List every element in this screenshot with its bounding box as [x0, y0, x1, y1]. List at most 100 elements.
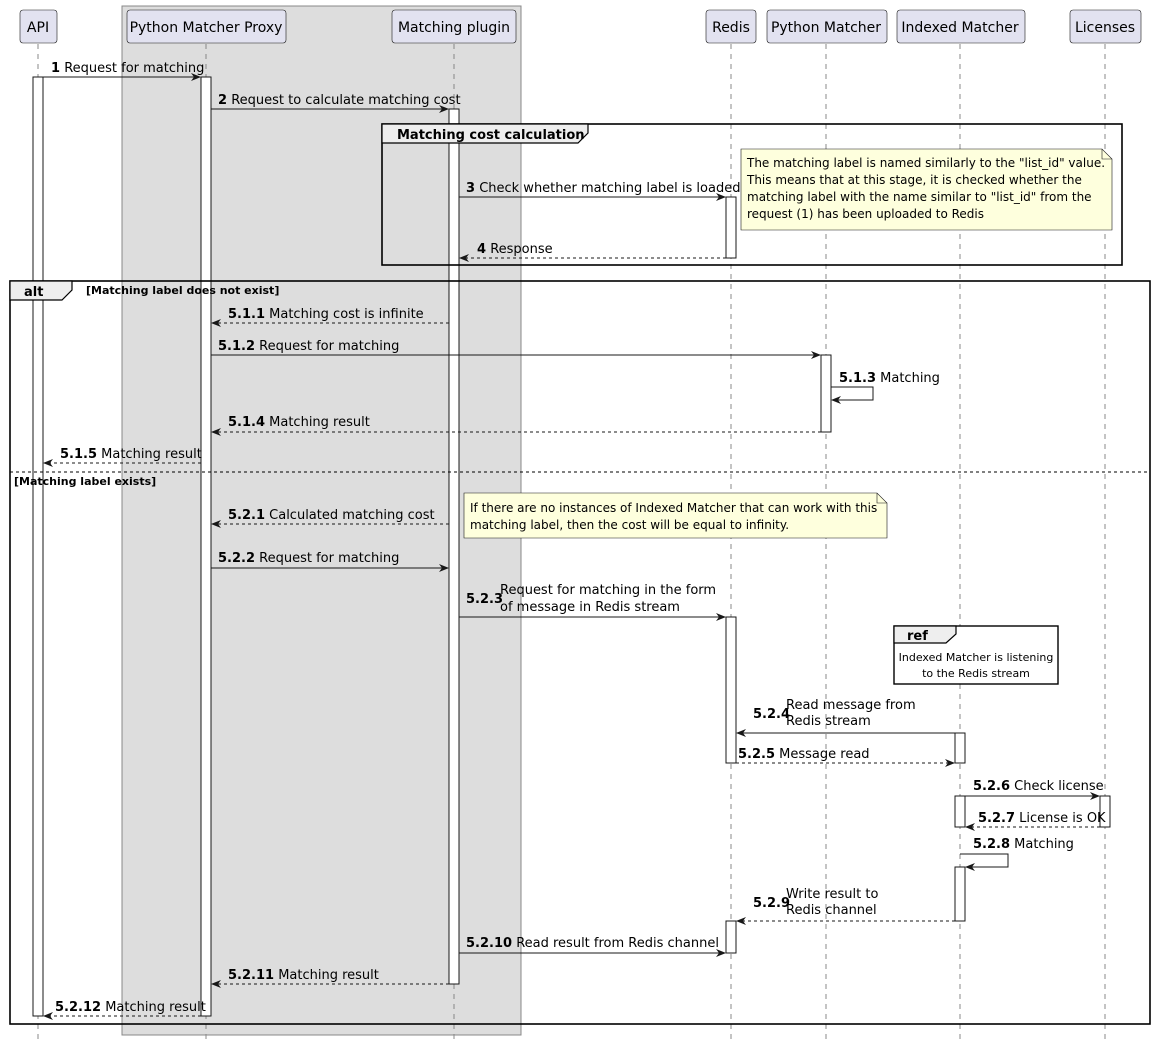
participant-plugin: Matching plugin	[391, 9, 517, 44]
message-5-1-4-num: 5.1.4	[228, 415, 265, 430]
activation-pymatcher	[820, 354, 832, 433]
alt-condition-1: [Matching label does not exist]	[86, 284, 279, 297]
participant-api: API	[19, 9, 58, 44]
message-1: 1 Request for matching	[51, 61, 204, 76]
message-5-1-3-text: Matching	[880, 371, 940, 386]
message-5-2-11-num: 5.2.11	[228, 968, 274, 983]
alt-fragment: alt [Matching label does not exist] [Mat…	[9, 280, 1151, 1025]
message-5-2-2-text: Request for matching	[259, 551, 399, 566]
message-5-1-3-num: 5.1.3	[839, 371, 876, 386]
note-redis-line4: request (1) has been uploaded to Redis	[747, 207, 984, 221]
alt-condition-2: [Matching label exists]	[14, 475, 156, 488]
message-5-1-4-text: Matching result	[269, 415, 370, 430]
message-5-1-2-text: Request for matching	[259, 339, 399, 354]
message-5-2-3-num: 5.2.3	[466, 592, 503, 607]
group-cost-calculation-label: Matching cost calculation	[397, 128, 585, 143]
message-5-2-10-num: 5.2.10	[466, 936, 512, 951]
message-1-num: 1	[51, 61, 60, 76]
message-2-text: Request to calculate matching cost	[231, 93, 460, 108]
message-5-2-5-text: Message read	[779, 747, 869, 762]
note-redis: The matching label is named similarly to…	[740, 148, 1113, 231]
activation-plugin	[448, 108, 460, 985]
message-5-2-8-text: Matching	[1014, 837, 1074, 852]
note-cost-line2: matching label, then the cost will be eq…	[470, 518, 789, 532]
message-5-2-6-text: Check license	[1014, 779, 1104, 794]
participant-redis-label: Redis	[712, 20, 750, 36]
message-5-2-12-num: 5.2.12	[55, 1000, 101, 1015]
message-5-2-9-text: Write result to	[786, 887, 878, 902]
message-5-2-6: 5.2.6 Check license	[973, 779, 1104, 794]
message-5-2-9-num: 5.2.9	[753, 896, 790, 911]
alt-label: alt	[24, 285, 43, 300]
message-5-2-10: 5.2.10 Read result from Redis channel	[466, 936, 719, 951]
note-redis-line1: The matching label is named similarly to…	[746, 156, 1105, 170]
message-5-2-4-text: Read message from	[786, 698, 916, 713]
activation-redis-1	[725, 196, 737, 259]
participant-api-label: API	[27, 20, 49, 36]
message-5-2-2-num: 5.2.2	[218, 551, 255, 566]
message-5-2-11: 5.2.11 Matching result	[228, 968, 379, 983]
message-5-2-4-num: 5.2.4	[753, 707, 790, 722]
arrow-5-1-3	[831, 386, 874, 404]
message-5-2-7-num: 5.2.7	[978, 811, 1015, 826]
note-cost-line1: If there are no instances of Indexed Mat…	[470, 501, 877, 515]
ref-box: ref Indexed Matcher is listening to the …	[893, 625, 1059, 685]
participant-indexed: Indexed Matcher	[896, 9, 1026, 44]
participant-licenses: Licenses	[1069, 9, 1142, 44]
message-5-2-3-text: Request for matching in the form	[500, 583, 716, 598]
message-4-text: Response	[490, 242, 552, 257]
message-5-2-1: 5.2.1 Calculated matching cost	[228, 508, 435, 523]
message-5-2-1-num: 5.2.1	[228, 508, 265, 523]
participant-proxy-label: Python Matcher Proxy	[130, 20, 283, 36]
ref-label: ref	[907, 629, 928, 644]
message-4-num: 4	[477, 242, 486, 257]
participant-redis: Redis	[705, 9, 757, 44]
activation-redis-2	[725, 616, 737, 764]
message-5-2-7: 5.2.7 License is OK	[978, 811, 1106, 826]
activation-licenses	[1099, 795, 1111, 828]
message-5-2-9-text2: Redis channel	[786, 903, 877, 918]
message-5-1-2: 5.1.2 Request for matching	[218, 339, 399, 354]
message-5-1-4: 5.1.4 Matching result	[228, 415, 370, 430]
message-5-1-2-num: 5.1.2	[218, 339, 255, 354]
ref-text-line1: Indexed Matcher is listening	[899, 651, 1054, 664]
participant-pymatcher-label: Python Matcher	[771, 20, 881, 36]
message-5-1-3: 5.1.3 Matching	[839, 371, 940, 386]
activation-redis-3	[725, 920, 737, 954]
message-5-2-6-num: 5.2.6	[973, 779, 1010, 794]
message-5-1-5-text: Matching result	[101, 447, 202, 462]
note-redis-line2: This means that at this stage, it is che…	[746, 173, 1082, 187]
ref-text-line2: to the Redis stream	[922, 667, 1030, 680]
message-arrows	[43, 73, 1100, 1020]
activation-api	[32, 76, 44, 1017]
note-cost: If there are no instances of Indexed Mat…	[463, 492, 888, 539]
message-5-2-10-text: Read result from Redis channel	[516, 936, 719, 951]
message-5-2-12: 5.2.12 Matching result	[55, 1000, 206, 1015]
message-5-2-5: 5.2.5 Message read	[738, 747, 870, 762]
activations	[32, 76, 1111, 1017]
message-5-1-1-num: 5.1.1	[228, 307, 265, 322]
group-cost-calculation: Matching cost calculation	[381, 123, 1123, 266]
message-5-2-8: 5.2.8 Matching	[973, 837, 1074, 852]
participant-proxy: Python Matcher Proxy	[126, 9, 287, 44]
message-3-text: Check whether matching label is loaded	[479, 181, 740, 196]
message-5-2-5-num: 5.2.5	[738, 747, 775, 762]
message-5-1-5-num: 5.1.5	[60, 447, 97, 462]
message-5-1-5: 5.1.5 Matching result	[60, 447, 202, 462]
message-5-2-4-text2: Redis stream	[786, 714, 871, 729]
message-5-2-3-text2: of message in Redis stream	[500, 600, 680, 615]
participant-licenses-label: Licenses	[1075, 20, 1135, 36]
message-4: 4 Response	[477, 242, 553, 257]
message-1-text: Request for matching	[64, 61, 204, 76]
arrow-5-2-8	[960, 853, 1009, 871]
message-3-num: 3	[466, 181, 475, 196]
message-3: 3 Check whether matching label is loaded	[466, 181, 740, 196]
message-5-2-2: 5.2.2 Request for matching	[218, 551, 399, 566]
message-5-2-8-num: 5.2.8	[973, 837, 1010, 852]
note-redis-line3: matching label with the name similar to …	[747, 190, 1092, 204]
message-5-2-7-text: License is OK	[1019, 811, 1106, 826]
message-5-2-1-text: Calculated matching cost	[269, 508, 434, 523]
message-5-2-12-text: Matching result	[105, 1000, 206, 1015]
message-2-num: 2	[218, 93, 227, 108]
message-2: 2 Request to calculate matching cost	[218, 93, 461, 108]
